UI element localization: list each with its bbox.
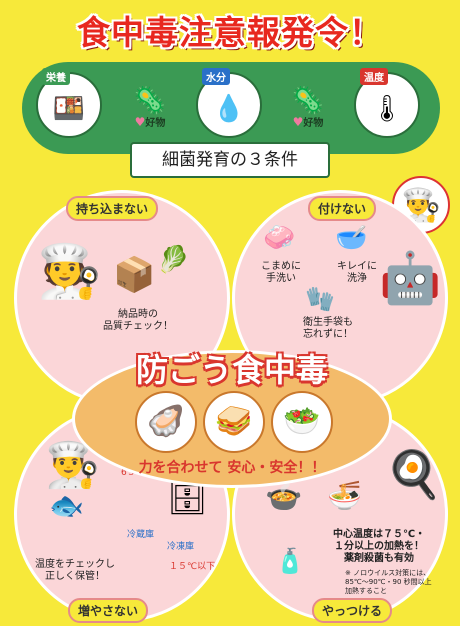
germ-like-label: 好物: [303, 118, 324, 129]
section-label-destroy: やっつける: [312, 598, 393, 623]
condition-label: 水分: [202, 68, 230, 85]
germ-icon: 🦠: [291, 86, 325, 116]
heart-icon: ♥: [134, 115, 146, 129]
condition-label: 温度: [360, 68, 388, 85]
oyster-icon: 🦪: [135, 391, 197, 453]
temp-label: １５℃以下: [169, 562, 216, 572]
germ-like-label: 好物: [145, 118, 166, 129]
condition-water: 水分 💧: [196, 68, 262, 138]
worker-icon: 🧑‍🍳: [37, 242, 102, 302]
section-label-bring-in: 持ち込まない: [66, 196, 159, 221]
small-note: ※ ノロウイルス対策には、 85℃～90℃・90 秒間以上 加熱すること: [345, 569, 432, 595]
section-note: こまめに 手洗い: [261, 261, 301, 284]
thermometer-icon: 🌡: [370, 93, 404, 124]
sandwich-icon: 🥪: [203, 391, 265, 453]
heart-icon: ♥: [292, 115, 304, 129]
section-label-increase: 増やさない: [68, 598, 149, 623]
center-motto: 力を合わせて 安心・安全！！: [138, 460, 326, 476]
mascot-icon: 🤖: [379, 249, 442, 307]
frying-pan-icon: 🍳: [385, 447, 443, 501]
center-oval: 防ごう食中毒 🦪 🥪 🥗 力を合わせて 安心・安全！！: [72, 350, 392, 488]
germ-character: 🦠 ♥好物: [286, 88, 330, 129]
condition-nutrition: 栄養 🍱: [36, 68, 102, 138]
section-note: 中心温度は７５℃・ １分以上の加熱を！ 薬剤殺菌も有効: [333, 529, 426, 564]
vegetable-icon: 🥬: [157, 245, 190, 275]
food-icon: 🍱: [52, 93, 86, 124]
center-title: 防ごう食中毒: [135, 351, 328, 389]
salad-icon: 🥗: [271, 391, 333, 453]
condition-label: 栄養: [42, 68, 70, 85]
condition-temperature: 温度 🌡: [354, 68, 420, 138]
temp-label: 冷凍庫: [167, 542, 195, 552]
conditions-subtitle: 細菌発育の３条件: [130, 142, 330, 178]
section-note: キレイに 洗浄: [337, 261, 377, 284]
section-label-attach: 付けない: [308, 196, 377, 221]
hand-wash-icon: 🧼: [263, 223, 296, 253]
spray-icon: 🧴: [275, 547, 305, 575]
section-note: 納品時の 品質チェック！: [103, 309, 173, 332]
section-note: 衛生手袋も 忘れずに！: [303, 317, 353, 340]
germ-character: 🦠 ♥好物: [128, 88, 172, 129]
section-note: 温度をチェックし 正しく保管！: [35, 559, 115, 582]
germ-icon: 🦠: [133, 86, 167, 116]
box-icon: 📦: [113, 255, 156, 295]
noodle-icon: 🍜: [327, 479, 362, 512]
fish-plate-icon: 🐟: [49, 489, 84, 522]
bowl-icon: 🥣: [335, 223, 368, 253]
temp-label: 冷蔵庫: [127, 530, 155, 540]
glove-icon: 🧤: [305, 285, 335, 313]
poster-title: 食中毒注意報発令！: [77, 13, 383, 52]
water-icon: 💧: [212, 93, 246, 124]
